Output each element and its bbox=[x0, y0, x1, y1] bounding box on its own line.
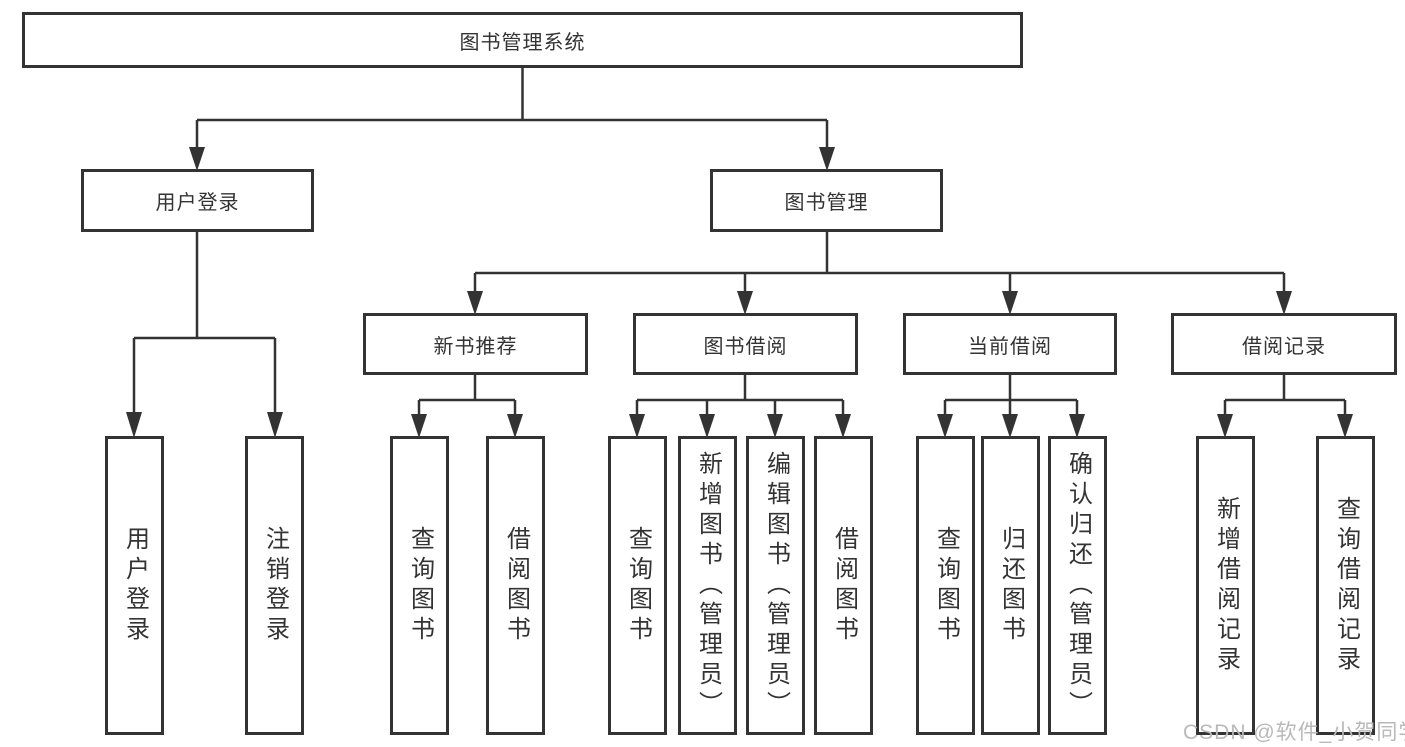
leaf-query-books: 查询图书 bbox=[608, 436, 667, 735]
leaf-label: 用户登录 bbox=[121, 525, 149, 646]
leaf-logout: 注销登录 bbox=[245, 436, 304, 735]
node-label: 借阅记录 bbox=[1242, 335, 1326, 358]
leaf-borrow-books: 借阅图书 bbox=[814, 436, 873, 735]
node-label: 当前借阅 bbox=[968, 335, 1052, 358]
node-new-book-recommend: 新书推荐 bbox=[363, 313, 588, 375]
node-label: 图书管理 bbox=[784, 192, 869, 214]
leaf-label: 查询图书 bbox=[624, 525, 652, 646]
node-book-management: 图书管理 bbox=[710, 169, 943, 232]
node-user-login: 用户登录 bbox=[81, 169, 314, 232]
leaf-add-borrow-record: 新增借阅记录 bbox=[1196, 436, 1255, 735]
csdn-watermark: CSDN @软件_小贺同学 bbox=[1183, 721, 1405, 744]
leaf-label: 确认归还（管理员） bbox=[1064, 450, 1092, 721]
leaf-return-books: 归还图书 bbox=[981, 436, 1040, 735]
leaf-label: 借阅图书 bbox=[502, 525, 530, 646]
leaf-label: 查询图书 bbox=[406, 525, 434, 646]
leaf-label: 查询图书 bbox=[932, 525, 960, 646]
leaf-edit-books-admin: 编辑图书（管理员） bbox=[746, 436, 805, 735]
node-label: 图书管理系统 bbox=[459, 31, 586, 54]
leaf-borrow-books: 借阅图书 bbox=[486, 436, 545, 735]
node-label: 用户登录 bbox=[155, 192, 240, 214]
leaf-label: 注销登录 bbox=[261, 525, 289, 646]
leaf-query-books: 查询图书 bbox=[390, 436, 449, 735]
leaf-label: 查询借阅记录 bbox=[1332, 495, 1360, 676]
node-label: 图书借阅 bbox=[703, 335, 788, 358]
leaf-user-login: 用户登录 bbox=[105, 436, 164, 735]
node-current-borrow: 当前借阅 bbox=[903, 313, 1117, 375]
node-borrow-record: 借阅记录 bbox=[1171, 313, 1397, 375]
leaf-label: 新增图书（管理员） bbox=[694, 450, 722, 721]
node-system-root: 图书管理系统 bbox=[22, 12, 1023, 68]
leaf-label: 新增借阅记录 bbox=[1212, 495, 1240, 676]
leaf-label: 借阅图书 bbox=[830, 525, 858, 646]
leaf-label: 编辑图书（管理员） bbox=[762, 450, 790, 721]
leaf-confirm-return-admin: 确认归还（管理员） bbox=[1048, 436, 1107, 735]
node-book-borrow: 图书借阅 bbox=[633, 313, 858, 375]
leaf-label: 归还图书 bbox=[997, 525, 1025, 646]
node-label: 新书推荐 bbox=[433, 335, 518, 358]
leaf-query-borrow-record: 查询借阅记录 bbox=[1316, 436, 1375, 735]
arrowhead-icons bbox=[126, 147, 1353, 438]
leaf-query-books: 查询图书 bbox=[916, 436, 975, 735]
leaf-add-books-admin: 新增图书（管理员） bbox=[678, 436, 737, 735]
